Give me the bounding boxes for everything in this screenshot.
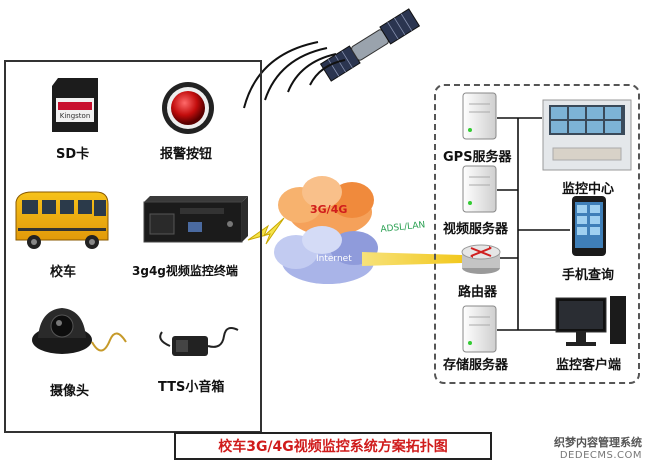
- alarm-button-icon: [162, 82, 214, 134]
- school-bus-label: 校车: [50, 265, 77, 280]
- video-server-label: 视频服务器: [443, 222, 509, 237]
- svg-text:Kingston: Kingston: [60, 112, 91, 120]
- mobile-query-label: 手机查询: [562, 268, 615, 283]
- monitoring-center-icon: [542, 99, 632, 171]
- terminal-devices-group: [4, 60, 262, 433]
- router-icon: [461, 244, 501, 274]
- storage-server-icon: [462, 305, 497, 353]
- gps-server-icon: [462, 92, 497, 140]
- dvr-terminal-label: 3g4g视频监控终端: [132, 264, 238, 278]
- cloud-internet-label: Internet: [316, 254, 352, 264]
- watermark-line1: 织梦内容管理系统: [554, 436, 642, 449]
- watermark-line2: DEDECMS.COM: [559, 450, 642, 461]
- speaker-label: TTS小音箱: [158, 380, 225, 395]
- wireless-link-icon: [247, 217, 285, 245]
- desktop-client-icon: [555, 296, 626, 346]
- mobile-phone-icon: [572, 196, 606, 256]
- adsl-link-bar: [362, 252, 462, 266]
- speaker-icon: [159, 327, 239, 356]
- camera-icon: [32, 308, 127, 354]
- video-server-icon: [462, 165, 497, 213]
- school-bus-icon: [15, 191, 109, 249]
- camera-label: 摄像头: [50, 384, 90, 399]
- sd-card-label: SD卡: [56, 147, 90, 162]
- satellite-icon: [243, 8, 421, 109]
- router-label: 路由器: [458, 285, 498, 300]
- network-connections: [497, 117, 570, 331]
- storage-server-label: 存储服务器: [443, 358, 509, 373]
- sd-card-icon: Kingston: [52, 78, 98, 132]
- watermark: 织梦内容管理系统 DEDECMS.COM: [512, 434, 642, 461]
- dvr-terminal-icon: [143, 196, 248, 243]
- gps-server-label: GPS服务器: [443, 150, 512, 165]
- alarm-button-label: 报警按钮: [160, 147, 213, 162]
- cloud-3g4g-icon: [278, 176, 374, 236]
- server-platform-group: [434, 84, 640, 384]
- cloud-3g4g-label: 3G/4G: [310, 203, 348, 216]
- diagram-title-box: 校车3G/4G视频监控系统方案拓扑图: [174, 432, 492, 460]
- diagram-title: 校车3G/4G视频监控系统方案拓扑图: [218, 439, 448, 455]
- monitoring-center-label: 监控中心: [562, 182, 615, 197]
- monitoring-client-label: 监控客户端: [556, 358, 622, 373]
